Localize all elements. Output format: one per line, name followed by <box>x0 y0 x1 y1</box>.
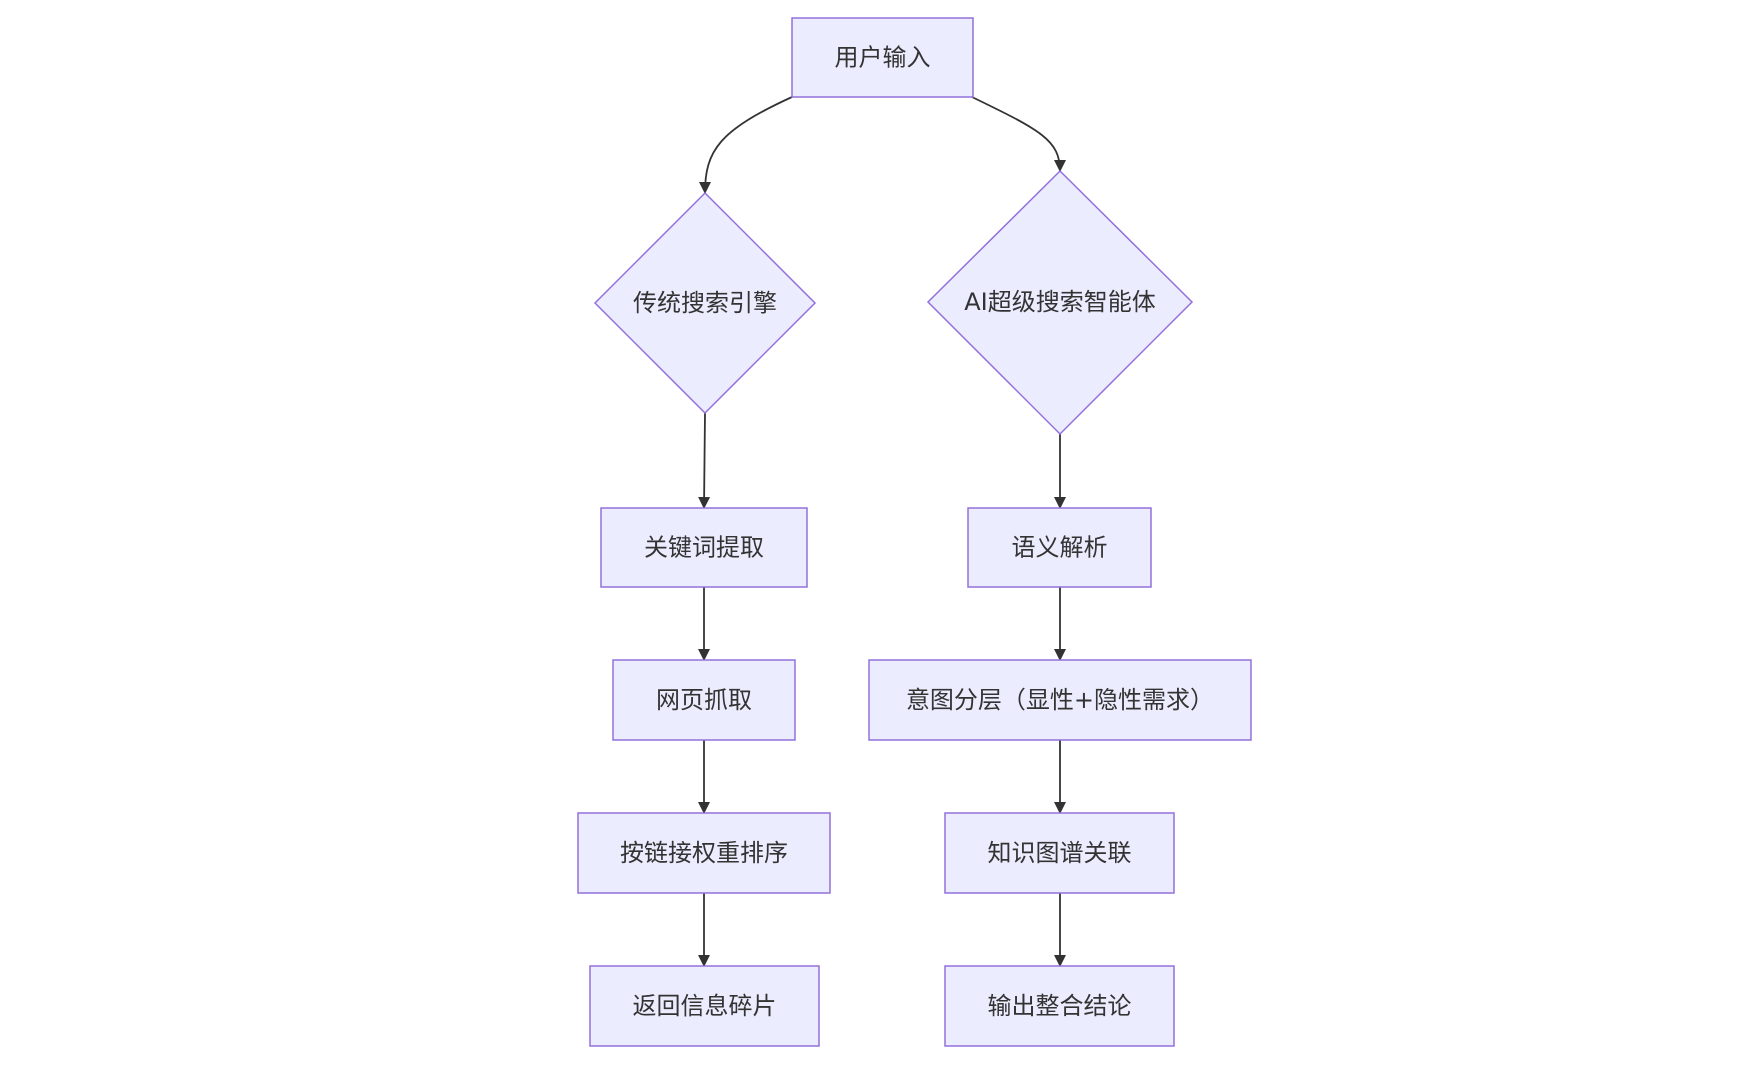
node-intent-layering-label: 意图分层（显性+隐性需求） <box>906 686 1214 714</box>
node-return-fragments-label: 返回信息碎片 <box>633 992 777 1020</box>
node-semantic-parse: 语义解析 <box>967 507 1152 588</box>
edge-user-input-to-traditional <box>699 96 793 194</box>
node-web-crawl-label: 网页抓取 <box>656 686 752 714</box>
node-intent-layering: 意图分层（显性+隐性需求） <box>868 659 1252 741</box>
node-keyword-extraction-label: 关键词提取 <box>644 534 764 562</box>
node-web-crawl: 网页抓取 <box>612 659 796 741</box>
node-knowledge-graph: 知识图谱关联 <box>944 812 1175 894</box>
node-link-rank-label: 按链接权重排序 <box>620 839 788 867</box>
node-ai-agent-label: AI超级搜索智能体 <box>964 288 1156 316</box>
node-ai-agent: AI超级搜索智能体 <box>926 169 1194 436</box>
edges <box>698 96 1066 967</box>
node-knowledge-graph-label: 知识图谱关联 <box>988 839 1132 867</box>
node-user-input: 用户输入 <box>791 17 974 98</box>
node-semantic-parse-label: 语义解析 <box>1012 534 1108 562</box>
node-traditional-search-label: 传统搜索引擎 <box>633 289 777 317</box>
node-traditional-search: 传统搜索引擎 <box>593 191 817 415</box>
edge-user-input-to-ai-agent <box>971 96 1066 172</box>
node-link-rank: 按链接权重排序 <box>577 812 831 894</box>
node-output-conclusion: 输出整合结论 <box>944 965 1175 1047</box>
node-user-input-label: 用户输入 <box>835 44 931 72</box>
node-return-fragments: 返回信息碎片 <box>589 965 820 1047</box>
edge-traditional-to-keyword <box>698 412 711 509</box>
node-output-conclusion-label: 输出整合结论 <box>988 992 1132 1020</box>
node-keyword-extraction: 关键词提取 <box>600 507 808 588</box>
